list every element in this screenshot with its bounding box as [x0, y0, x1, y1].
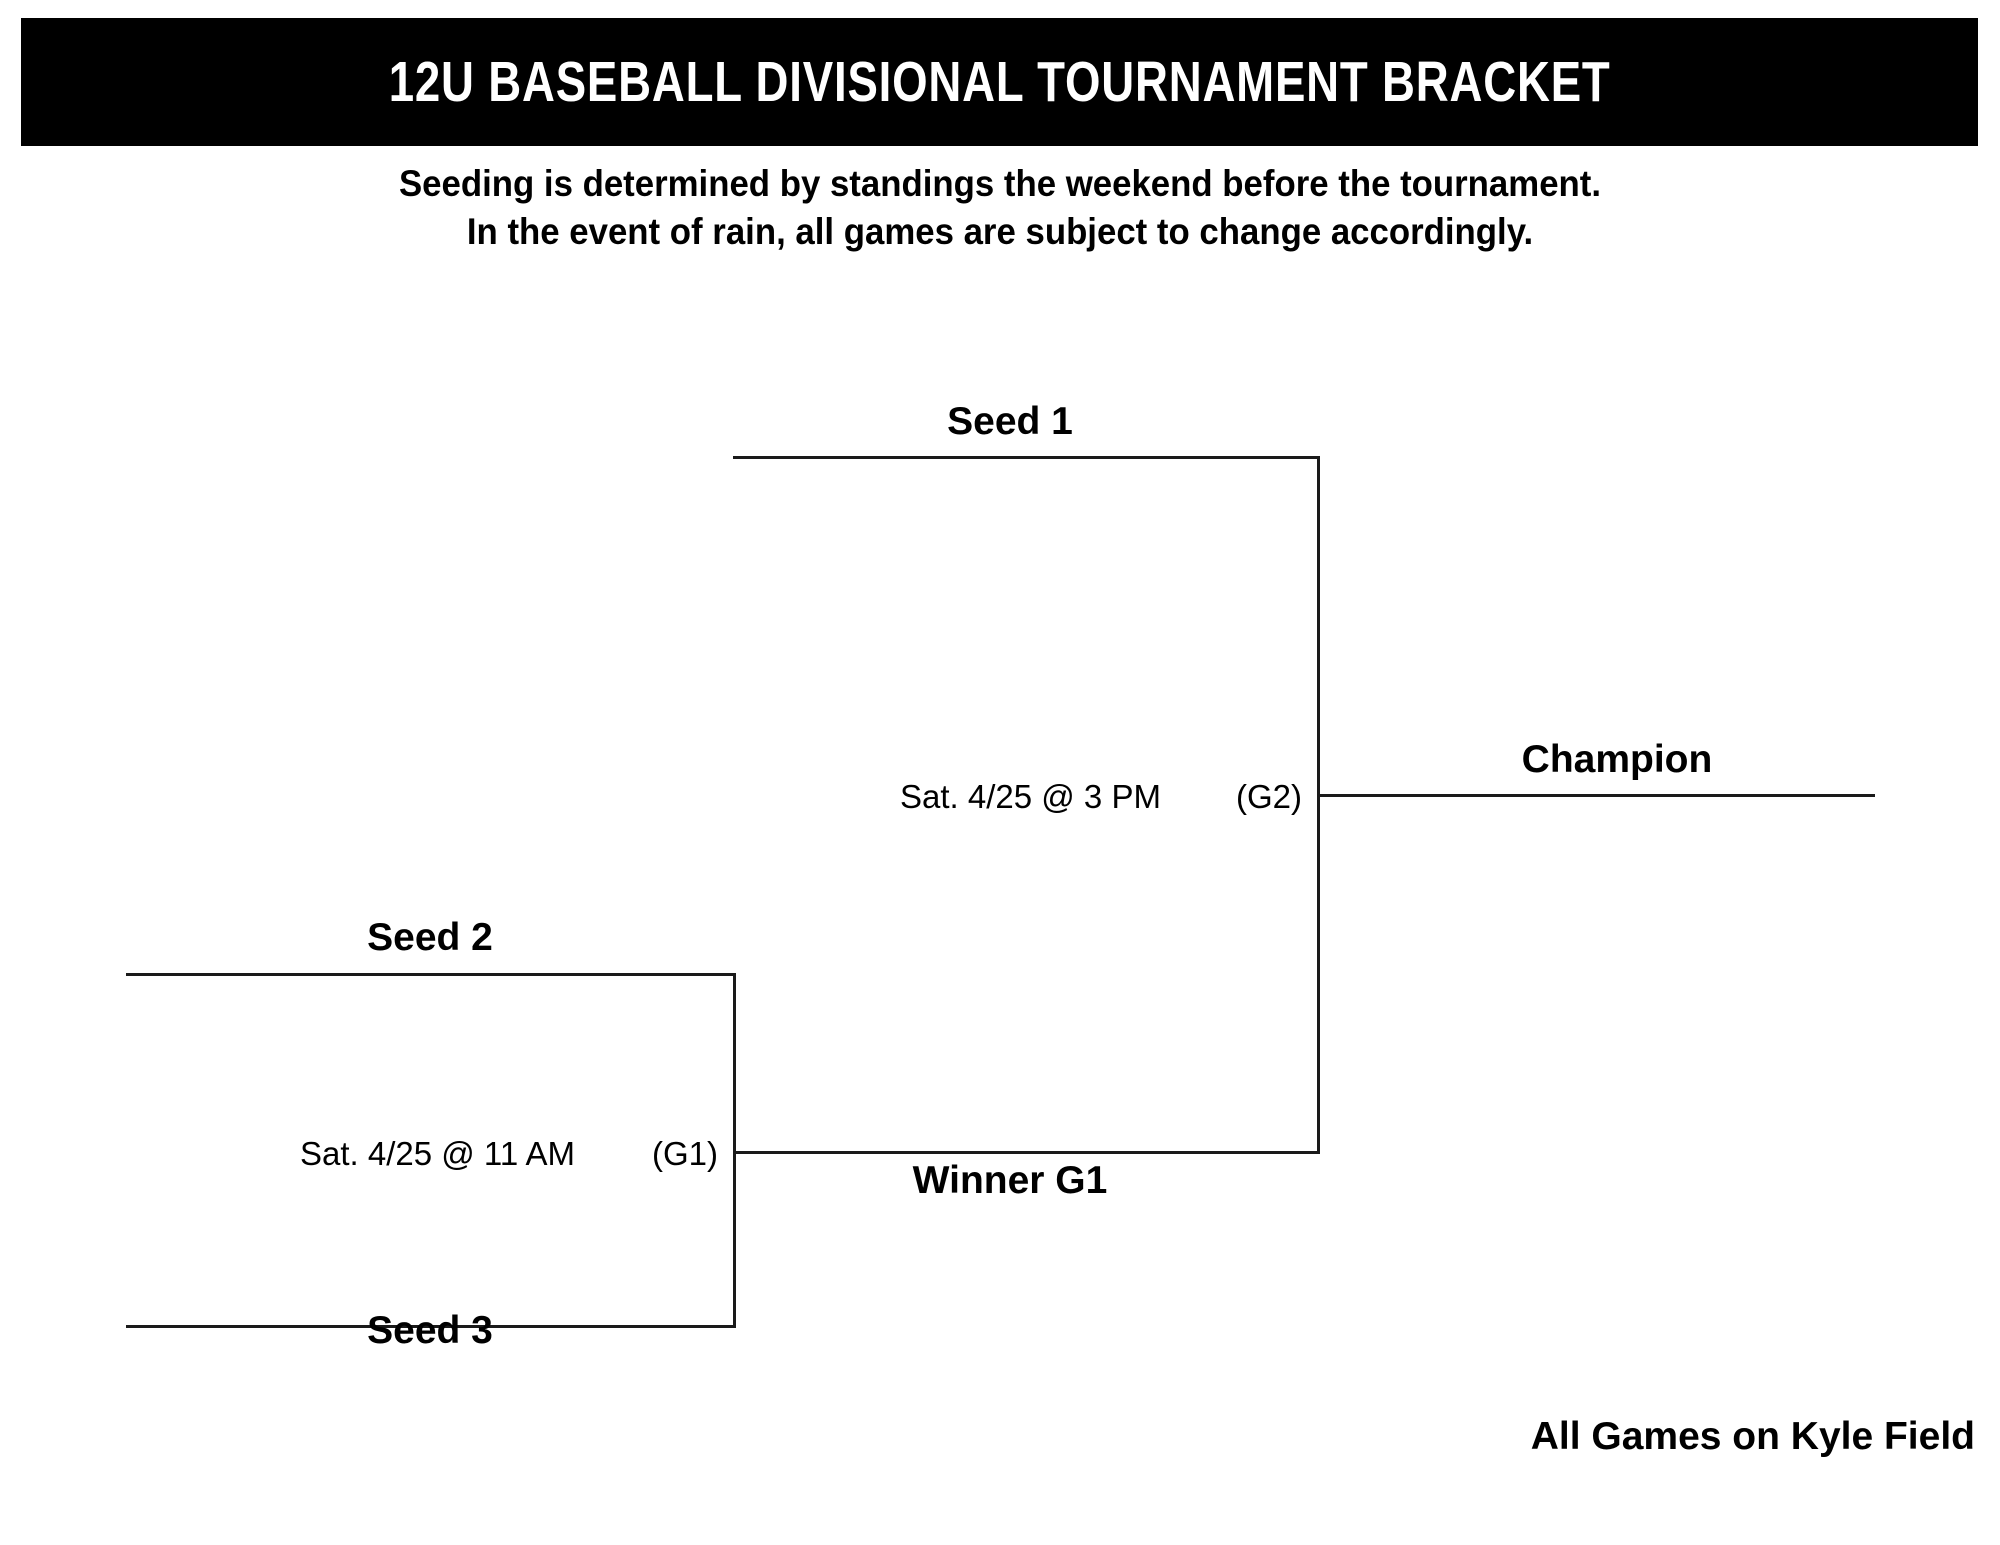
- bracket-connector-g1: [733, 973, 736, 1327]
- game-code-g2: (G2): [1236, 778, 1302, 815]
- game-time-g2: Sat. 4/25 @ 3 PM: [900, 778, 1161, 815]
- page-title: 12U Baseball Divisional Tournament Brack…: [388, 50, 1611, 114]
- bracket-slot-seed2: Seed 2: [367, 916, 493, 959]
- subtitle-line-2: In the event of rain, all games are subj…: [466, 211, 1534, 252]
- header-banner: 12U Baseball Divisional Tournament Brack…: [21, 18, 1978, 146]
- game-time-g1: Sat. 4/25 @ 11 AM: [300, 1135, 576, 1172]
- bracket-line-seed1: [733, 456, 1320, 459]
- bracket-line-seed2: [126, 973, 736, 976]
- bracket-line-winner-g1: [733, 1151, 1320, 1154]
- bracket-line-champion: [1317, 794, 1875, 797]
- game-info-g1: Sat. 4/25 @ 11 AM (G1): [300, 1135, 718, 1173]
- venue-note: All Games on Kyle Field: [1530, 1415, 1975, 1458]
- bracket-slot-seed1: Seed 1: [947, 400, 1073, 443]
- bracket-slot-winner-g1: Winner G1: [912, 1159, 1108, 1202]
- subtitle-note: Seeding is determined by standings the w…: [60, 160, 1940, 256]
- bracket-line-seed3: [126, 1325, 736, 1328]
- game-info-g2: Sat. 4/25 @ 3 PM (G2): [900, 778, 1302, 816]
- bracket-connector-g2: [1317, 456, 1320, 1154]
- game-code-g1: (G1): [652, 1135, 718, 1172]
- bracket-slot-champion: Champion: [1521, 738, 1713, 781]
- subtitle-line-1: Seeding is determined by standings the w…: [398, 163, 1602, 204]
- bracket-slot-seed3: Seed 3: [367, 1309, 493, 1352]
